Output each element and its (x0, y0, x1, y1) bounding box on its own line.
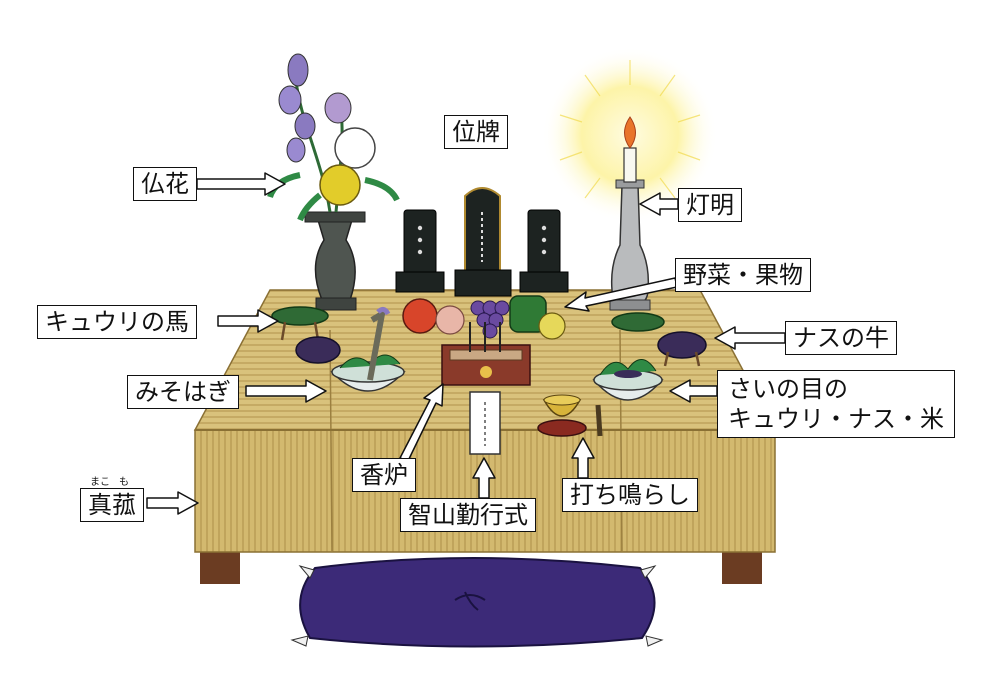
label-nasu-ushi-text: ナスの牛 (793, 324, 889, 352)
label-yasai-kudamono: 野菜・果物 (675, 258, 811, 292)
label-kyuri-uma-text: キュウリの馬 (45, 308, 189, 336)
label-sainome-line-1: さいの目の (728, 375, 848, 403)
cucumber-horse (271, 306, 329, 341)
fruits-vegetables (402, 295, 566, 340)
label-arrows (146, 172, 786, 515)
label-ihai-text: 位牌 (452, 118, 500, 146)
label-kouro-text: 香炉 (360, 461, 408, 489)
label-ihai: 位牌 (444, 115, 508, 149)
makomo-char-2: も菰 (112, 477, 136, 519)
sutra-book (469, 391, 501, 455)
label-makomo: まこ真 も菰 (80, 477, 144, 522)
label-yasai-text: 野菜・果物 (683, 261, 803, 289)
label-chisan-text: 智山勤行式 (408, 501, 528, 529)
eggplant-cow (657, 331, 707, 367)
table-leg-left (200, 548, 240, 584)
memorial-tablets (395, 187, 569, 297)
bell-uchinarashi (537, 394, 603, 437)
label-toumyou: 灯明 (678, 188, 742, 222)
candlestick (609, 116, 651, 311)
label-kouro: 香炉 (352, 458, 416, 492)
label-misohagi-text: みそはぎ (135, 378, 231, 406)
makomo-ruby-1: まこ (90, 477, 110, 488)
label-sainome: さいの目の キュウリ・ナス・米 (717, 370, 955, 438)
label-butsuka: 仏花 (133, 167, 197, 201)
misohagi-bowl (330, 306, 406, 392)
table-leg-right (722, 548, 762, 584)
label-uchinarashi: 打ち鳴らし (562, 478, 698, 512)
label-uchinarashi-text: 打ち鳴らし (570, 481, 690, 509)
label-misohagi: みそはぎ (127, 375, 239, 409)
label-nasu-ushi: ナスの牛 (785, 321, 897, 355)
label-kyuri-uma: キュウリの馬 (37, 305, 197, 339)
eggplant-left (295, 336, 341, 364)
glow-rays (559, 60, 701, 199)
dice-vegetables-bowl (592, 359, 664, 401)
label-sainome-line-2: キュウリ・ナス・米 (728, 405, 944, 433)
makomo-char-1: まこ真 (88, 477, 112, 519)
incense-burner (441, 322, 531, 386)
label-butsuka-text: 仏花 (141, 170, 189, 198)
label-toumyou-text: 灯明 (686, 191, 734, 219)
label-chisan-gongyoshiki: 智山勤行式 (400, 498, 536, 532)
makomo-ruby-2: も (119, 477, 129, 488)
cucumber-right (611, 312, 665, 332)
flower-arrangement (267, 53, 400, 311)
zabuton-cushion (290, 557, 664, 648)
